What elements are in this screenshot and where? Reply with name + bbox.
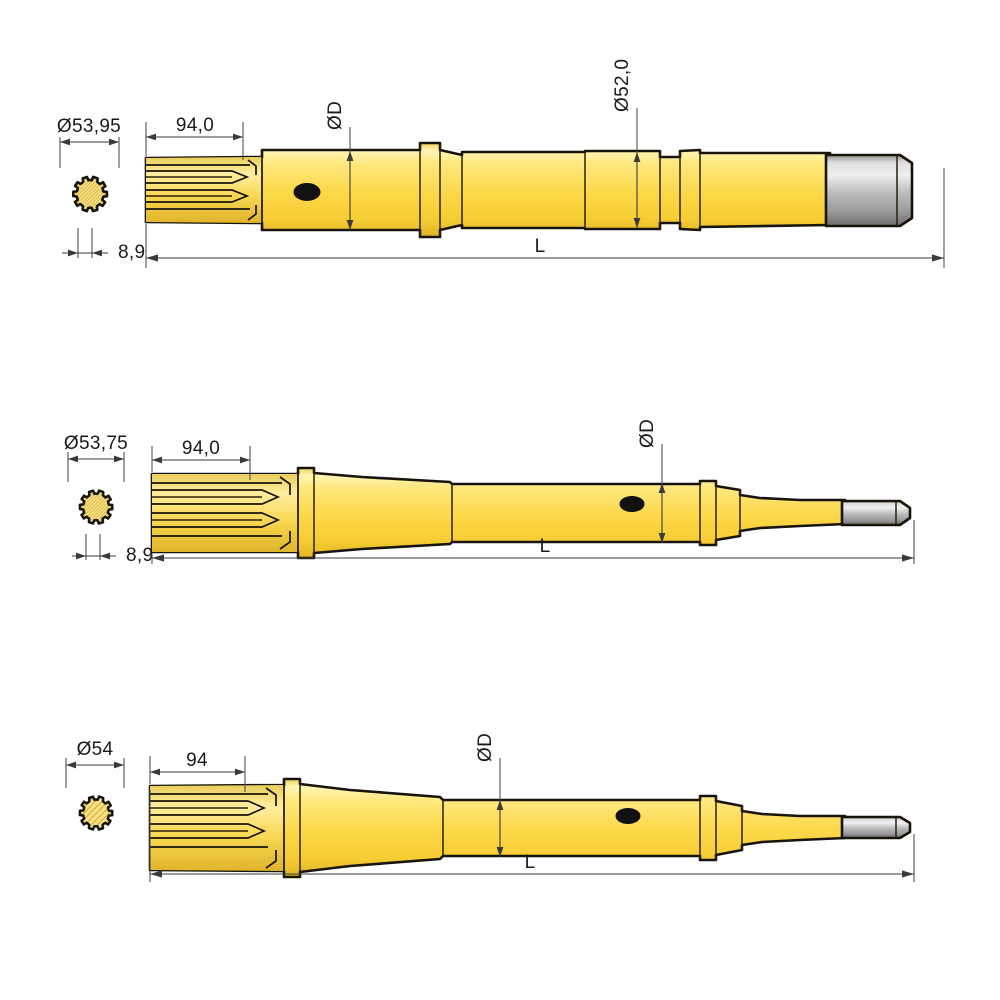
view-3-hole-diameter-dim: ØD xyxy=(475,733,504,857)
v1-d52-arrow-bottom xyxy=(633,218,641,228)
v3-overall-length-label: L xyxy=(525,852,536,873)
v2-tooth-arrow-left xyxy=(76,552,86,560)
view-3-flushing-port xyxy=(615,808,641,824)
view-2-striking-end xyxy=(840,499,912,527)
v3-L-arrow-left xyxy=(150,870,162,878)
view-2: Ø53,75 8,9 xyxy=(64,419,915,566)
view-2-spline-teeth xyxy=(152,468,315,558)
v1-d52-arrow-top xyxy=(633,152,641,162)
v3-spline-length-label: 94 xyxy=(186,750,208,771)
v2-L-arrow-right xyxy=(902,554,914,562)
v1-hole-diameter-label: ØD xyxy=(325,101,346,130)
v3-od-arrow-top xyxy=(496,800,504,810)
v2-94-arrow-left xyxy=(152,456,162,464)
v1-spline-length-label: 94,0 xyxy=(176,115,214,136)
view-2-shank-body xyxy=(150,466,912,560)
view-3-spline-teeth xyxy=(150,779,301,877)
v1-tooth-arrow-left xyxy=(68,249,78,257)
view-1-spline-length-dim: 94,0 xyxy=(145,115,244,160)
v2-spline-width-label: 8,9 xyxy=(126,545,153,566)
view-1-flushing-port xyxy=(293,183,321,201)
v3-94-arrow-left xyxy=(150,768,160,776)
v2-cs-arrow-right xyxy=(114,455,124,463)
view-3-shank-body xyxy=(148,777,912,879)
v2-94-arrow-right xyxy=(240,456,250,464)
v2-od-arrow-top xyxy=(658,483,666,493)
v3-L-arrow-right xyxy=(902,870,914,878)
view-2-overall-length-dim: L xyxy=(151,520,915,564)
v2-overall-length-label: L xyxy=(540,536,551,557)
v2-od-arrow-bottom xyxy=(658,533,666,543)
v2-tooth-arrow-right xyxy=(100,552,110,560)
v3-od-arrow-bottom xyxy=(496,847,504,857)
view-2-hole-diameter-dim: ØD xyxy=(637,419,666,543)
v2-cs-arrow-left xyxy=(68,455,78,463)
v1-spline-width-label: 8,9 xyxy=(118,242,145,263)
v1-cs-arrow-right xyxy=(109,138,119,146)
view-2-spline-length-dim: 94,0 xyxy=(151,438,251,480)
view-3: Ø54 xyxy=(65,733,915,882)
view-3-overall-length-dim: L xyxy=(149,790,915,882)
view-3-cross-section: Ø54 xyxy=(65,739,125,831)
view-2-flushing-port xyxy=(619,496,645,512)
v2-L-arrow-left xyxy=(152,554,164,562)
v1-od-arrow-top xyxy=(346,151,354,161)
v3-94-arrow-right xyxy=(235,768,245,776)
view-3-striking-end xyxy=(840,815,912,840)
v1-cross-section-diameter-label: Ø53,95 xyxy=(57,116,121,137)
v3-cs-arrow-left xyxy=(66,761,76,769)
view-1-hole-diameter-dim: ØD xyxy=(325,101,354,230)
v1-overall-length-label: L xyxy=(535,236,546,257)
v2-cross-section-diameter-label: Ø53,75 xyxy=(64,433,128,454)
view-2-cross-section: Ø53,75 8,9 xyxy=(64,433,153,566)
v2-hole-diameter-label: ØD xyxy=(637,419,658,448)
v1-94-arrow-right xyxy=(233,133,243,141)
v1-od-arrow-bottom xyxy=(346,220,354,230)
view-3-spline-length-dim: 94 xyxy=(149,750,246,792)
view-1-shank-body xyxy=(144,141,914,239)
view-1-overall-length-dim: L xyxy=(145,168,945,268)
v1-L-arrow-left xyxy=(146,254,158,262)
v1-94-arrow-left xyxy=(146,133,156,141)
view-1-striking-end xyxy=(824,153,914,228)
v3-cs-arrow-right xyxy=(114,761,124,769)
v3-cross-section-diameter-label: Ø54 xyxy=(77,739,114,760)
v1-tooth-arrow-right xyxy=(92,249,102,257)
view-1-body-diameter-dim: Ø52,0 xyxy=(612,59,641,228)
v2-spline-length-label: 94,0 xyxy=(182,438,220,459)
v1-L-arrow-right xyxy=(932,254,944,262)
view-1-spline-teeth xyxy=(146,157,263,223)
view-1: Ø53,95 8,9 xyxy=(57,59,945,268)
v1-cs-arrow-left xyxy=(60,138,70,146)
v3-hole-diameter-label: ØD xyxy=(475,733,496,762)
view-1-cross-section: Ø53,95 8,9 xyxy=(57,116,145,263)
v1-body-diameter-label: Ø52,0 xyxy=(612,59,633,112)
